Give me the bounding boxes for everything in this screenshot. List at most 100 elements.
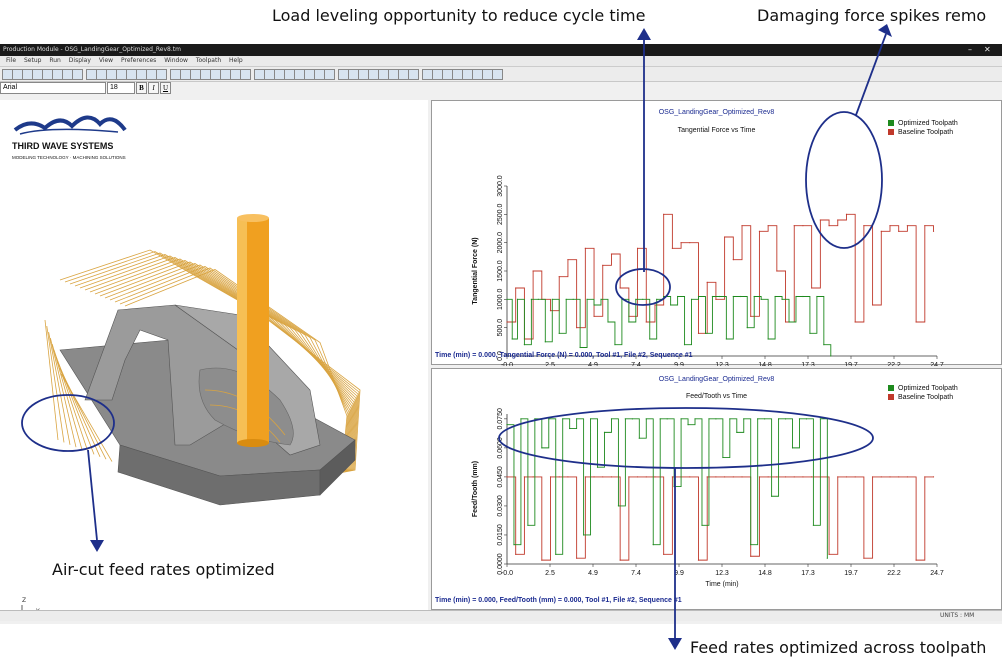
- data-point: [898, 230, 900, 232]
- data-point: [631, 418, 633, 420]
- underline-button[interactable]: U: [160, 82, 171, 94]
- data-point: [579, 346, 581, 349]
- legend-baseline: Baseline Toolpath: [898, 394, 954, 401]
- data-point: [718, 295, 720, 298]
- data-point: [694, 418, 696, 420]
- chart2-title: Feed/Tooth vs Time: [685, 393, 748, 400]
- minimize-icon[interactable]: –: [968, 45, 972, 54]
- menu-setup[interactable]: Setup: [23, 57, 42, 64]
- data-point: [576, 327, 578, 329]
- italic-button[interactable]: I: [148, 82, 159, 94]
- menu-window[interactable]: Window: [164, 57, 188, 64]
- data-point: [527, 524, 529, 526]
- data-point: [506, 424, 508, 426]
- toolbar-button-icon[interactable]: [156, 69, 167, 80]
- 3d-viewport[interactable]: THIRD WAVE SYSTEMS MODELING TECHNOLOGY ·…: [0, 100, 428, 624]
- data-point: [819, 418, 821, 420]
- close-icon[interactable]: ✕: [984, 45, 991, 54]
- data-point: [649, 338, 651, 340]
- toolbar-button-icon[interactable]: [324, 69, 335, 80]
- toolbar-button-icon[interactable]: [72, 69, 83, 80]
- data-point: [812, 524, 814, 526]
- data-point: [722, 456, 724, 459]
- data-point: [760, 298, 762, 300]
- menu-view[interactable]: View: [98, 57, 114, 64]
- feed-tooth-panel[interactable]: OSG_LandingGear_Optimized_Rev8 Feed/Toot…: [431, 368, 1002, 610]
- data-point: [530, 298, 532, 300]
- title-bar: Production Module - OSG_LandingGear_Opti…: [0, 44, 1002, 56]
- data-point: [791, 447, 794, 449]
- data-point: [584, 247, 586, 249]
- data-point: [569, 427, 571, 430]
- data-point: [614, 344, 616, 346]
- chart1-file-label: OSG_LandingGear_Optimized_Rev8: [658, 109, 775, 116]
- data-point: [532, 476, 534, 478]
- bold-button[interactable]: B: [136, 82, 147, 94]
- toolbar-button-icon[interactable]: [240, 69, 251, 80]
- cutting-tool: [237, 214, 269, 447]
- toolbar-button-icon[interactable]: [492, 69, 503, 80]
- data-point: [645, 321, 647, 323]
- chart2-file-label: OSG_LandingGear_Optimized_Rev8: [658, 376, 775, 383]
- data-point: [572, 298, 574, 300]
- data-point: [516, 298, 519, 300]
- data-point: [767, 338, 769, 340]
- data-point: [767, 476, 769, 478]
- x-tick-label: 22.2: [887, 362, 901, 366]
- data-point: [802, 295, 804, 298]
- data-point: [652, 544, 654, 546]
- data-point: [729, 418, 731, 420]
- menu-toolpath[interactable]: Toolpath: [195, 57, 222, 64]
- menu-file[interactable]: File: [6, 57, 17, 64]
- data-point: [584, 476, 586, 478]
- tangential-force-panel[interactable]: OSG_LandingGear_Optimized_Rev8 Tangentia…: [431, 100, 1002, 366]
- data-point: [551, 298, 553, 300]
- data-point: [725, 338, 727, 340]
- menu-run[interactable]: Run: [49, 57, 61, 64]
- data-point: [811, 476, 813, 478]
- menu-help[interactable]: Help: [229, 57, 243, 64]
- font-size-select[interactable]: 18: [107, 82, 135, 94]
- data-point: [656, 298, 658, 300]
- data-point: [558, 332, 560, 334]
- data-point: [793, 476, 795, 478]
- data-point: [750, 544, 752, 546]
- x-tick-label: 9.9: [674, 362, 684, 366]
- data-point: [706, 281, 708, 283]
- data-point: [724, 236, 726, 238]
- font-toolbar: Arial 18 B I U: [0, 82, 180, 95]
- data-point: [784, 476, 787, 478]
- x-tick-label: 17.3: [801, 570, 815, 577]
- y-tick-label: 0.0450: [497, 466, 504, 488]
- data-point: [636, 247, 639, 249]
- x-tick-label: 22.2: [887, 570, 901, 577]
- data-point: [767, 225, 769, 227]
- x-tick-label: 4.9: [588, 570, 598, 577]
- x-tick-label: 19.7: [844, 570, 858, 577]
- x-tick-label: 7.4: [631, 570, 641, 577]
- data-point: [819, 219, 821, 221]
- data-point: [715, 298, 717, 300]
- data-point: [741, 225, 743, 227]
- data-point: [562, 418, 564, 420]
- axis-z-label: Z: [22, 597, 27, 604]
- chart2-status: Time (min) = 0.000, Feed/Tooth (mm) = 0.…: [435, 597, 682, 604]
- x-axis-label: Time (min): [705, 581, 738, 588]
- data-point: [671, 476, 673, 478]
- data-point: [586, 298, 588, 300]
- font-name-select[interactable]: Arial: [0, 82, 106, 94]
- data-point: [677, 295, 679, 298]
- menu-preferences[interactable]: Preferences: [121, 57, 157, 64]
- toolbar-button-icon[interactable]: [408, 69, 419, 80]
- data-point: [906, 225, 909, 227]
- data-point: [523, 344, 526, 346]
- menu-display[interactable]: Display: [68, 57, 91, 64]
- data-point: [619, 559, 621, 561]
- data-point: [871, 304, 874, 306]
- y-tick-label: 3000.0: [497, 175, 504, 197]
- logo-tagline: MODELING TECHNOLOGY · MACHINING SOLUTION…: [12, 155, 126, 160]
- data-point: [706, 476, 708, 478]
- data-point: [635, 298, 637, 300]
